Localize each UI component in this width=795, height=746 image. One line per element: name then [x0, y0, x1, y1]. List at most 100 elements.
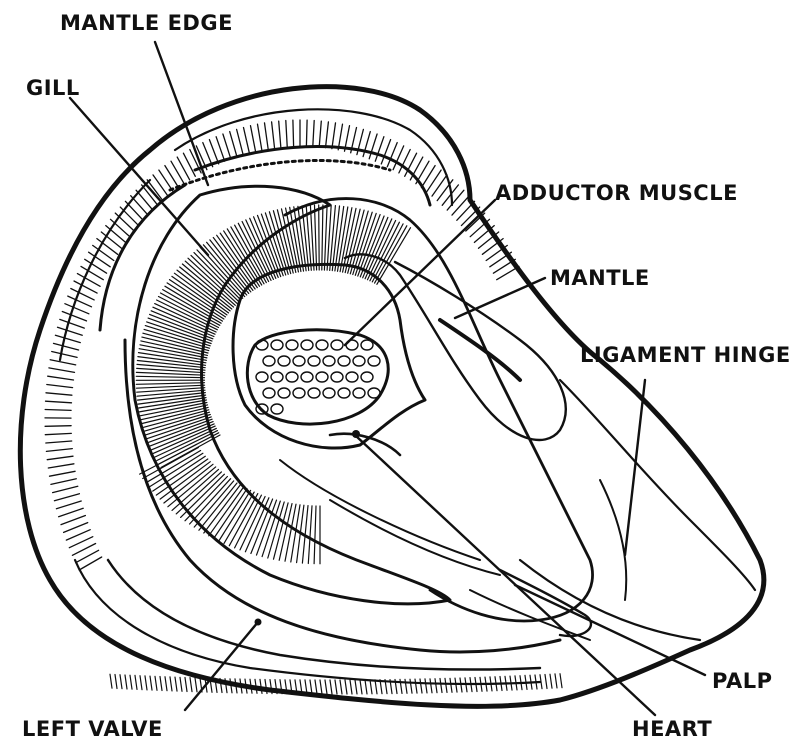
muscle-cell	[338, 356, 350, 366]
shell-ridge	[64, 523, 88, 533]
shell-ridge	[455, 678, 457, 692]
muscle-cell	[301, 372, 313, 382]
shell-ridge	[48, 464, 74, 468]
shell-ridge	[59, 508, 84, 516]
shell-ridge	[47, 385, 73, 388]
shell-ridge	[65, 304, 89, 314]
muscle-cell	[263, 388, 275, 398]
adductor-muscle-texture	[256, 340, 380, 414]
shell-ridge	[320, 680, 322, 694]
shell-ridge	[265, 123, 269, 149]
shell-ridge	[315, 680, 317, 694]
gill-filament	[176, 472, 221, 514]
shell-ridge	[62, 312, 86, 321]
shell-ridge	[54, 343, 79, 350]
shell-ridge	[360, 680, 362, 694]
shell-ridge	[66, 530, 90, 540]
muscle-cell	[316, 372, 328, 382]
shell-ridge	[381, 140, 390, 164]
palp	[470, 570, 591, 640]
shell-ridge	[46, 441, 72, 443]
shell-ridge	[251, 126, 256, 152]
shell-ridge	[53, 486, 78, 492]
muscle-cell	[308, 356, 320, 366]
muscle-cell	[361, 372, 373, 382]
shell-ridge	[153, 175, 168, 196]
muscle-cell	[331, 372, 343, 382]
gill-filament	[136, 383, 204, 385]
shell-ridge	[46, 393, 72, 395]
left-valve-marker	[255, 619, 262, 626]
shell-ridge	[279, 121, 281, 147]
gill-filament	[172, 469, 219, 510]
gill-filament	[136, 376, 204, 377]
shell-ridge	[52, 352, 77, 358]
shell-ridge	[61, 516, 85, 525]
label-gill: GILL	[26, 76, 80, 100]
shell-ridge	[131, 196, 148, 215]
shell-ridge	[550, 674, 552, 688]
shell-ridge	[490, 252, 512, 267]
shell-ridge	[165, 166, 179, 188]
shell-ridge	[432, 175, 447, 196]
label-adductor-muscle: ADDUCTOR MUSCLE	[495, 181, 738, 205]
shell-ridge	[445, 678, 447, 692]
shell-ridge	[180, 677, 182, 691]
shell-ridge	[111, 219, 130, 236]
shell-ridge	[452, 196, 469, 215]
shell-ridge	[345, 680, 347, 694]
muscle-cell	[278, 356, 290, 366]
shell-ridge	[440, 679, 442, 693]
shell-ridge	[135, 675, 137, 689]
shell-ridge	[170, 677, 172, 691]
gill-hatching	[136, 205, 410, 564]
shell-ridge	[258, 124, 262, 150]
shell-ridge	[427, 170, 441, 192]
muscle-cell	[286, 372, 298, 382]
gill-filament	[140, 345, 207, 358]
shell-ridge	[375, 680, 377, 694]
muscle-cell	[346, 372, 358, 382]
shell-ridge	[330, 680, 332, 694]
muscle-cell	[271, 340, 283, 350]
shell-ridge	[209, 140, 218, 164]
shell-ridge	[286, 121, 287, 147]
shell-ridge	[171, 161, 184, 184]
shell-ridge	[325, 680, 327, 694]
shell-ridge	[145, 676, 147, 690]
label-palp: PALP	[712, 669, 773, 693]
muscle-cell	[301, 340, 313, 350]
shell-ridge	[155, 676, 157, 690]
gill-filament	[251, 499, 273, 554]
shell-ridge	[60, 319, 85, 328]
label-heart: HEART	[632, 717, 712, 741]
shell-ridge	[237, 129, 244, 154]
shell-ridge	[175, 677, 177, 691]
muscle-cell	[263, 356, 275, 366]
muscle-cell	[271, 404, 283, 414]
gill-filament	[322, 205, 323, 270]
shell-ridge	[120, 675, 122, 689]
shell-ridge	[195, 678, 197, 692]
muscle-cell	[368, 356, 380, 366]
shell-ridge	[447, 190, 464, 210]
shell-ridge	[56, 501, 81, 509]
shell-ridge	[293, 120, 294, 146]
shell-ridge	[185, 678, 187, 692]
muscle-cell	[353, 388, 365, 398]
shell-ridge	[332, 123, 336, 149]
muscle-cell	[323, 388, 335, 398]
shell-ridge	[54, 494, 79, 501]
gill-filament	[164, 464, 213, 503]
leader-mantle	[455, 278, 545, 318]
muscle-cell	[308, 388, 320, 398]
shell-ridge	[310, 680, 312, 694]
shell-ridge	[306, 120, 307, 146]
shell-ridge	[457, 201, 475, 220]
muscle-cell	[316, 340, 328, 350]
shell-ridge	[55, 335, 80, 342]
gill-filament	[319, 205, 320, 270]
shell-ridge	[68, 296, 92, 307]
shell-ridge	[319, 121, 321, 147]
